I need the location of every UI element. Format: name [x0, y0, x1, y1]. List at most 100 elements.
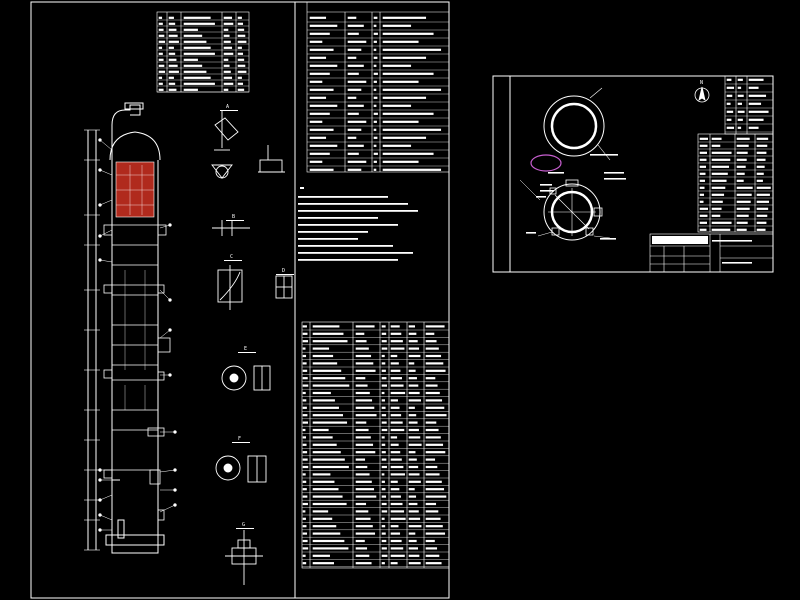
- table-cell-text: [355, 384, 368, 387]
- table-cell-text: [390, 325, 400, 328]
- table-cell-text: [425, 340, 437, 343]
- table-cell-text: [309, 152, 330, 155]
- table-cell-text: [381, 547, 387, 550]
- annotation-text: [722, 262, 752, 264]
- table-cell-text: [302, 406, 307, 409]
- table-cell-text: [373, 136, 378, 139]
- table-cell-text: [390, 502, 403, 506]
- table-cell-text: [237, 16, 242, 19]
- table-cell-text: [382, 152, 434, 155]
- table-cell-text: [381, 377, 387, 380]
- table-cell-text: [408, 391, 420, 395]
- table-cell-text: [711, 137, 722, 140]
- table-cell-text: [390, 443, 399, 446]
- table-cell-text: [309, 160, 323, 163]
- table-cell-text: [168, 16, 174, 19]
- table-cell-text: [711, 165, 730, 168]
- table-cell-text: [408, 473, 420, 476]
- table-cell-text: [347, 48, 362, 51]
- table-cell-text: [355, 525, 373, 528]
- note-text-line: [298, 252, 413, 254]
- table-cell-text: [309, 64, 338, 67]
- table-cell-text: [302, 362, 307, 365]
- table-cell-text: [347, 112, 359, 115]
- table-cell-text: [408, 325, 415, 328]
- table-cell-text: [355, 391, 370, 395]
- table-cell-text: [312, 436, 333, 439]
- table-cell-text: [726, 118, 732, 121]
- table-cell-text: [302, 473, 306, 476]
- table-cell-text: [347, 64, 364, 67]
- table-cell-text: [302, 532, 308, 535]
- table-cell-text: [736, 179, 744, 182]
- table-cell-text: [381, 480, 385, 483]
- table-cell-text: [699, 186, 705, 189]
- table-cell-text: [390, 406, 400, 409]
- table-cell-text: [168, 22, 176, 25]
- table-cell-text: [302, 377, 308, 380]
- table-cell-text: [425, 451, 446, 454]
- table-cell-text: [168, 28, 177, 31]
- table-cell-text: [312, 525, 337, 528]
- table-cell-text: [347, 32, 359, 35]
- table-cell-text: [382, 136, 427, 139]
- table-cell-text: [355, 399, 373, 402]
- table-cell-text: [355, 465, 368, 469]
- table-cell-text: [390, 525, 399, 528]
- table-cell-text: [381, 340, 387, 343]
- table-cell-text: [748, 110, 769, 113]
- table-cell-text: [309, 96, 327, 99]
- table-cell-text: [312, 510, 329, 513]
- table-cell-text: [381, 488, 386, 491]
- table-cell-text: [711, 151, 732, 154]
- table-cell-text: [408, 443, 422, 446]
- table-cell-text: [408, 354, 421, 358]
- leader-bubble: [98, 203, 102, 207]
- table-cell-text: [309, 16, 327, 19]
- table-cell-text: [168, 46, 174, 49]
- table-cell-text: [726, 126, 735, 129]
- top-small-table: [156, 11, 250, 93]
- table-cell-text: [390, 332, 402, 335]
- table-cell-text: [309, 168, 334, 171]
- table-cell-text: [408, 384, 419, 387]
- leader-bubble: [98, 234, 102, 238]
- table-cell-text: [158, 76, 163, 79]
- table-cell-text: [347, 88, 362, 91]
- table-cell-text: [425, 488, 445, 491]
- note-text-line: [298, 203, 408, 205]
- table-cell-text: [237, 28, 245, 31]
- table-cell-text: [237, 40, 247, 43]
- table-cell-text: [302, 332, 308, 335]
- table-cell-text: [302, 414, 308, 417]
- leader-bubble: [98, 528, 102, 532]
- table-cell-text: [373, 144, 377, 147]
- table-cell-text: [748, 94, 767, 97]
- table-cell-text: [223, 58, 229, 61]
- distillation-tower: [84, 102, 177, 554]
- leader-line: [159, 329, 171, 339]
- table-cell-text: [408, 517, 421, 520]
- table-cell-text: [382, 48, 442, 51]
- right-sheet-border: [492, 75, 774, 273]
- table-cell-text: [381, 458, 387, 461]
- table-cell-text: [302, 480, 307, 483]
- table-cell-text: [756, 137, 769, 140]
- table-cell-text: [347, 80, 367, 83]
- table-cell-text: [736, 214, 749, 217]
- table-cell-text: [381, 332, 387, 335]
- table-cell-text: [408, 495, 417, 498]
- table-cell-text: [726, 86, 735, 89]
- table-cell-text: [711, 158, 731, 161]
- table-cell-text: [223, 40, 231, 43]
- table-cell-text: [425, 406, 445, 409]
- table-cell-text: [223, 28, 229, 31]
- table-cell-text: [168, 58, 177, 61]
- table-cell-text: [711, 172, 728, 175]
- table-cell-text: [373, 128, 377, 131]
- table-cell-text: [425, 495, 447, 498]
- table-cell-text: [390, 399, 398, 402]
- table-cell-text: [347, 96, 357, 99]
- table-cell-text: [381, 428, 388, 432]
- table-cell-text: [699, 207, 708, 210]
